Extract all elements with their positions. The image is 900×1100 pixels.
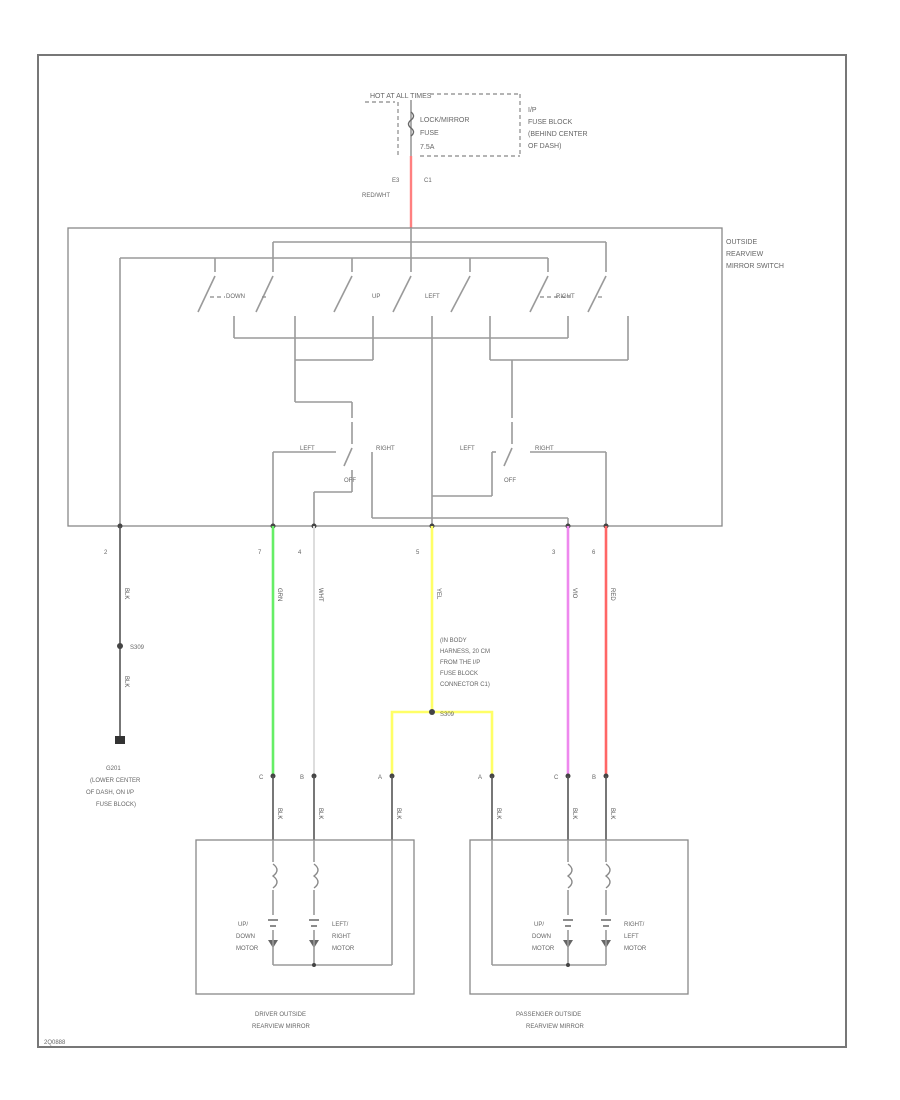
passenger-mirror-title-1: PASSENGER OUTSIDE (516, 1012, 581, 1018)
passenger-mirror-internals (491, 840, 611, 967)
pin-2: 7 (258, 550, 262, 556)
mirror-wire-label-6: BLK (609, 808, 615, 819)
switch-label-left: LEFT (425, 294, 440, 300)
fuse-location-1: I/P (528, 107, 537, 114)
pin-5: 3 (552, 550, 556, 556)
mirror-wire-label-4: BLK (495, 808, 501, 819)
wire-label-4: YEL (435, 588, 441, 600)
ground-location-3: FUSE BLOCK) (96, 802, 136, 808)
fuse-block: HOT AT ALL TIMES LOCK/MIRROR FUSE 7.5A I… (365, 93, 588, 157)
pin-6: 6 (592, 550, 596, 556)
fuse-item3: 7.5A (420, 144, 435, 151)
fuse-header: HOT AT ALL TIMES (370, 93, 432, 100)
passenger-mirror-box (469, 839, 689, 995)
feed-color: RED/WHT (362, 193, 390, 199)
connector-passenger-c: C (554, 775, 559, 781)
yellow-split-wire (390, 710, 494, 776)
pin-4: 5 (416, 550, 420, 556)
connector-passenger-b: B (592, 775, 596, 781)
fuse-item1: LOCK/MIRROR (420, 117, 469, 124)
driver-mirror-internals (268, 840, 393, 967)
ground-location-1: (LOWER CENTER (90, 778, 141, 784)
fuse-item2: FUSE (420, 130, 439, 137)
passenger-motor1-1: UP/ (534, 922, 544, 928)
diagram-frame (37, 54, 847, 1048)
selector-right-b: RIGHT (535, 446, 554, 452)
driver-motor2-2: RIGHT (332, 934, 351, 940)
harness-note-3: FROM THE I/P (440, 660, 480, 666)
ground-splice-label: S309 (130, 645, 145, 651)
driver-motor1-3: MOTOR (236, 946, 259, 952)
wire-label-5: VIO (571, 588, 577, 599)
mirror-wire-label-2: BLK (317, 808, 323, 819)
passenger-motor1-3: MOTOR (532, 946, 555, 952)
driver-motor1-1: UP/ (238, 922, 248, 928)
mirror-wire-label-1: BLK (276, 808, 282, 819)
driver-motor2-3: MOTOR (332, 946, 355, 952)
fuse-location-2: FUSE BLOCK (528, 119, 573, 126)
passenger-motor2-1: RIGHT/ (624, 922, 645, 928)
switch-name-1: OUTSIDE (726, 239, 757, 246)
switch-label-down: DOWN (226, 294, 245, 300)
switch-internal-wiring (119, 228, 629, 526)
selector-left-a: LEFT (300, 446, 315, 452)
selector-right-a: RIGHT (376, 446, 395, 452)
passenger-motor2-2: LEFT (624, 934, 639, 940)
mirror-black-wires (272, 776, 607, 840)
feed-pin: E3 (392, 178, 400, 184)
harness-note-2: HARNESS, 20 CM (440, 649, 490, 655)
switch-name-2: REARVIEW (726, 251, 764, 258)
pin-1: 2 (104, 550, 108, 556)
ground-wire-label: BLK (123, 676, 129, 687)
ground-splice-node (117, 643, 123, 649)
harness-note-5: CONNECTOR C1) (440, 682, 490, 688)
splice-node (429, 709, 435, 715)
ground-symbol (115, 736, 125, 744)
connector-passenger-a: A (478, 775, 482, 781)
driver-motor1-2: DOWN (236, 934, 255, 940)
driver-mirror-box (195, 839, 415, 995)
harness-note-4: FUSE BLOCK (440, 671, 478, 677)
diagram-code: 2Q0888 (44, 1040, 66, 1046)
ground-name: G201 (106, 766, 121, 772)
selector-off-b: OFF (504, 478, 516, 484)
mirror-wire-label-5: BLK (571, 808, 577, 819)
passenger-motor1-2: DOWN (532, 934, 551, 940)
connector-driver-a: A (378, 775, 382, 781)
connector-driver-b: B (300, 775, 304, 781)
switch-label-right: RIGHT (556, 294, 575, 300)
fuse-location-4: OF DASH) (528, 143, 561, 150)
fuse-symbol (407, 111, 415, 137)
wire-label-1: BLK (123, 588, 129, 599)
pin-3: 4 (298, 550, 302, 556)
passenger-mirror-title-2: REARVIEW MIRROR (526, 1024, 585, 1030)
connector-driver-c: C (259, 775, 264, 781)
driver-mirror-title-2: REARVIEW MIRROR (252, 1024, 311, 1030)
switch-name-3: MIRROR SWITCH (726, 263, 784, 270)
splice-label: S309 (440, 712, 455, 718)
wire-label-6: RED (609, 588, 615, 601)
feed-connector: C1 (424, 178, 432, 184)
wire-label-3: WHT (317, 588, 323, 602)
driver-mirror-title-1: DRIVER OUTSIDE (255, 1012, 306, 1018)
harness-note-1: (IN BODY (440, 638, 467, 644)
mirror-switch-box (67, 227, 723, 527)
passenger-motor2-3: MOTOR (624, 946, 647, 952)
fuse-location-3: (BEHIND CENTER (528, 131, 588, 138)
wire-label-2: GRN (276, 588, 282, 601)
mirror-wire-label-3: BLK (395, 808, 401, 819)
driver-motor2-1: LEFT/ (332, 922, 349, 928)
selector-left-b: LEFT (460, 446, 475, 452)
selector-off-a: OFF (344, 478, 356, 484)
ground-location-2: OF DASH, ON I/P (86, 790, 134, 796)
switch-label-up: UP (372, 294, 380, 300)
